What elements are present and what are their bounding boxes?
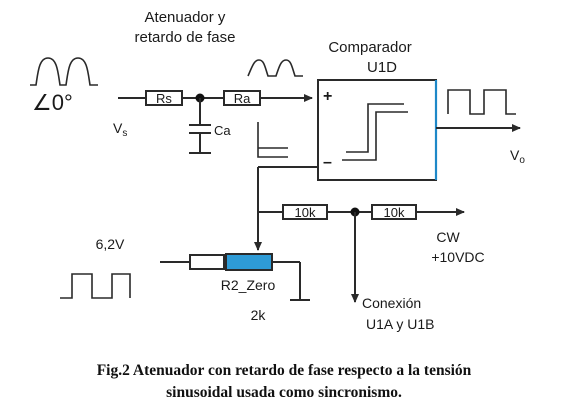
vdc-label: +10VDC: [431, 249, 484, 265]
plus-sign: +: [323, 88, 332, 105]
vo-label: Vo: [510, 147, 525, 166]
comparator-label-line1: Comparador: [328, 39, 411, 56]
threshold-waveform-icon: [257, 122, 288, 158]
pot-fixed-resistor: [189, 254, 225, 270]
attenuator-label-line2: retardo de fase: [135, 29, 236, 46]
r2-value-label: 2k: [251, 307, 267, 323]
conexion-label-line2: U1A y U1B: [366, 316, 434, 332]
attenuated-waveform-icon: [247, 59, 303, 77]
caption-line1: Fig.2 Atenuador con retardo de fase resp…: [97, 362, 472, 379]
ra-label: Ra: [234, 91, 251, 106]
cw-label: CW: [436, 229, 460, 245]
resistor-10k-1-label: 10k: [295, 205, 316, 220]
minus-sign: –: [323, 154, 332, 171]
comparator-label-line2: U1D: [367, 59, 397, 76]
output-waveform-icon: [447, 89, 516, 115]
angle-label: ∠0°: [32, 90, 73, 115]
comparator-box: [317, 79, 437, 181]
resistor-10k-2-label: 10k: [384, 205, 405, 220]
hysteresis-symbol-icon: [342, 103, 408, 161]
vs-label: Vs: [113, 120, 127, 139]
ca-label: Ca: [214, 123, 231, 138]
caption-line2: sinusoidal usada como sincronismo.: [166, 384, 402, 401]
pot-r2-zero: [225, 253, 273, 271]
input-waveform-icon: [30, 57, 98, 86]
r2-label: R2_Zero: [221, 277, 276, 293]
conexion-label-line1: Conexión: [362, 295, 421, 311]
attenuator-label-line1: Atenuador y: [145, 9, 226, 26]
rs-label: Rs: [156, 91, 172, 106]
v62-label: 6,2V: [96, 236, 125, 252]
pulse-waveform-icon: [60, 273, 131, 299]
